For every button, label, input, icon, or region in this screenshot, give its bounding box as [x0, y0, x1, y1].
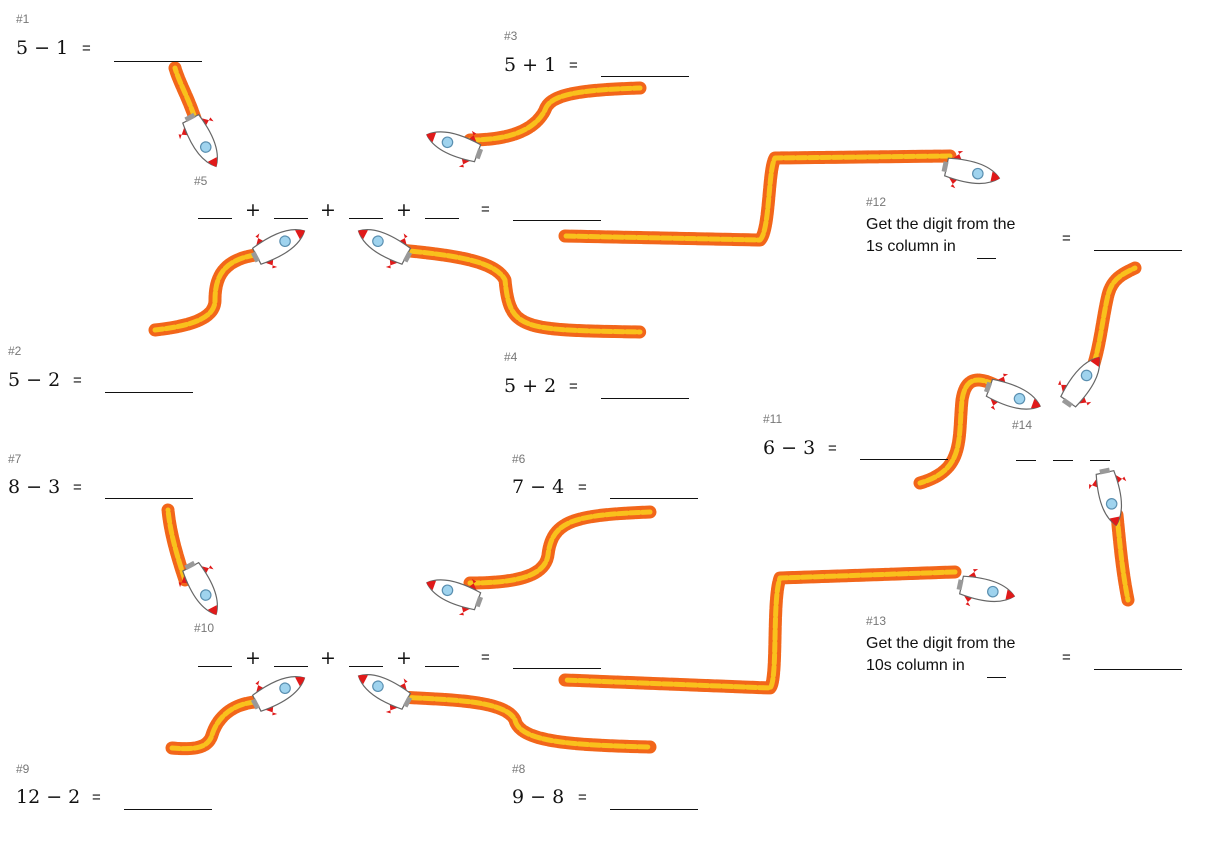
- problem-8-answer-blank[interactable]: [610, 809, 698, 810]
- problem-14-tens-blank[interactable]: [1053, 460, 1073, 461]
- flame-trail-core: [562, 569, 958, 691]
- problem-3-answer-blank[interactable]: [601, 76, 689, 77]
- flame-trail-core: [467, 85, 643, 143]
- flame-trail-core: [917, 377, 998, 486]
- problem-13-answer-blank[interactable]: [1094, 669, 1182, 670]
- problem-10-plus-1: +: [245, 647, 261, 669]
- problem-5-addend-2-blank[interactable]: [274, 218, 308, 219]
- problem-10-addend-4-blank[interactable]: [425, 666, 459, 667]
- problem-7-number: #7: [8, 452, 22, 466]
- problem-3-equals: =: [569, 57, 578, 74]
- problem-10-addend-2-blank[interactable]: [274, 666, 308, 667]
- flame-trail-core: [397, 694, 653, 750]
- flame-trail-core: [1087, 265, 1138, 378]
- flame-trail-core: [152, 252, 258, 333]
- problem-1-number: #1: [16, 12, 30, 26]
- problem-5-equals: =: [481, 201, 490, 218]
- rocket-icon: [419, 564, 489, 622]
- flame-trail-core: [562, 153, 953, 243]
- rocket-icon: [953, 564, 1019, 616]
- problem-6-number: #6: [512, 452, 526, 466]
- problem-9-answer-blank[interactable]: [124, 809, 212, 810]
- problem-5-addend-3-blank[interactable]: [349, 218, 383, 219]
- rocket-icon: [243, 213, 315, 276]
- problem-12-prompt-line-2: 1s column in: [866, 238, 956, 255]
- problem-13-number-blank[interactable]: [987, 677, 1006, 678]
- problem-13-prompt-line-1: Get the digit from the: [866, 635, 1016, 652]
- problem-8-expression: 9 − 8: [512, 786, 565, 808]
- problem-8-number: #8: [512, 762, 526, 776]
- problem-5-addend-4-blank[interactable]: [425, 218, 459, 219]
- problem-2-equals: =: [73, 372, 82, 389]
- problem-3-number: #3: [504, 29, 518, 43]
- problem-12-prompt-line-1: Get the digit from the: [866, 216, 1016, 233]
- problem-9-number: #9: [16, 762, 30, 776]
- flame-trail: [463, 505, 657, 590]
- rocket-icon: [1084, 464, 1136, 530]
- problem-5-number: #5: [194, 174, 208, 188]
- problem-5-plus-2: +: [320, 199, 336, 221]
- rocket-icon: [419, 116, 489, 174]
- problem-3-expression: 5 + 1: [504, 54, 557, 76]
- problem-9-expression: 12 − 2: [16, 786, 81, 808]
- problem-13-number: #13: [866, 614, 887, 628]
- problem-1-expression: 5 − 1: [16, 37, 69, 59]
- problem-2-expression: 5 − 2: [8, 369, 61, 391]
- problem-10-equals: =: [481, 649, 490, 666]
- problem-12-answer-blank[interactable]: [1094, 250, 1182, 251]
- flame-trail-core: [169, 699, 258, 752]
- problem-1-equals: =: [82, 40, 91, 57]
- problem-11-expression: 6 − 3: [763, 437, 816, 459]
- problem-4-equals: =: [569, 378, 578, 395]
- rocket-icon: [171, 105, 234, 177]
- flame-trail: [393, 690, 657, 754]
- flame-trail-core: [397, 247, 643, 335]
- problem-13-prompt-line-2: 10s column in: [866, 657, 965, 674]
- problem-10-answer-blank[interactable]: [513, 668, 601, 669]
- problem-10-number: #10: [194, 621, 215, 635]
- problem-13-equals: =: [1062, 649, 1071, 666]
- problem-12-equals: =: [1062, 230, 1071, 247]
- problem-4-number: #4: [504, 350, 518, 364]
- problem-14-hundreds-blank[interactable]: [1016, 460, 1036, 461]
- problem-6-expression: 7 − 4: [512, 476, 565, 498]
- problem-7-answer-blank[interactable]: [105, 498, 193, 499]
- problem-4-expression: 5 + 2: [504, 375, 557, 397]
- problem-11-number: #11: [763, 412, 783, 426]
- problem-9-equals: =: [92, 789, 101, 806]
- problem-14-number: #14: [1012, 418, 1033, 432]
- problem-8-equals: =: [578, 789, 587, 806]
- problem-6-answer-blank[interactable]: [610, 498, 698, 499]
- rocket-icon: [1049, 345, 1116, 417]
- flame-trail-core: [1114, 512, 1131, 603]
- problem-1-answer-blank[interactable]: [114, 61, 202, 62]
- problem-12-number: #12: [866, 195, 887, 209]
- problem-10-addend-3-blank[interactable]: [349, 666, 383, 667]
- problem-6-equals: =: [578, 479, 587, 496]
- problem-12-number-blank[interactable]: [977, 258, 996, 259]
- problem-2-answer-blank[interactable]: [105, 392, 193, 393]
- flame-trail-core: [165, 507, 188, 583]
- rocket-icon: [243, 660, 315, 723]
- problem-10-plus-3: +: [396, 647, 412, 669]
- problem-10-addend-1-blank[interactable]: [198, 666, 232, 667]
- problem-2-number: #2: [8, 344, 22, 358]
- problem-14-ones-blank[interactable]: [1090, 460, 1110, 461]
- problem-5-plus-1: +: [245, 199, 261, 221]
- problem-5-plus-3: +: [396, 199, 412, 221]
- problem-7-expression: 8 − 3: [8, 476, 61, 498]
- problem-11-answer-blank[interactable]: [860, 459, 948, 460]
- flame-trail-core: [467, 509, 653, 586]
- problem-4-answer-blank[interactable]: [601, 398, 689, 399]
- problem-11-equals: =: [828, 440, 837, 457]
- flame-trail: [463, 81, 647, 147]
- problem-5-addend-1-blank[interactable]: [198, 218, 232, 219]
- problem-7-equals: =: [73, 479, 82, 496]
- problem-5-answer-blank[interactable]: [513, 220, 601, 221]
- problem-10-plus-2: +: [320, 647, 336, 669]
